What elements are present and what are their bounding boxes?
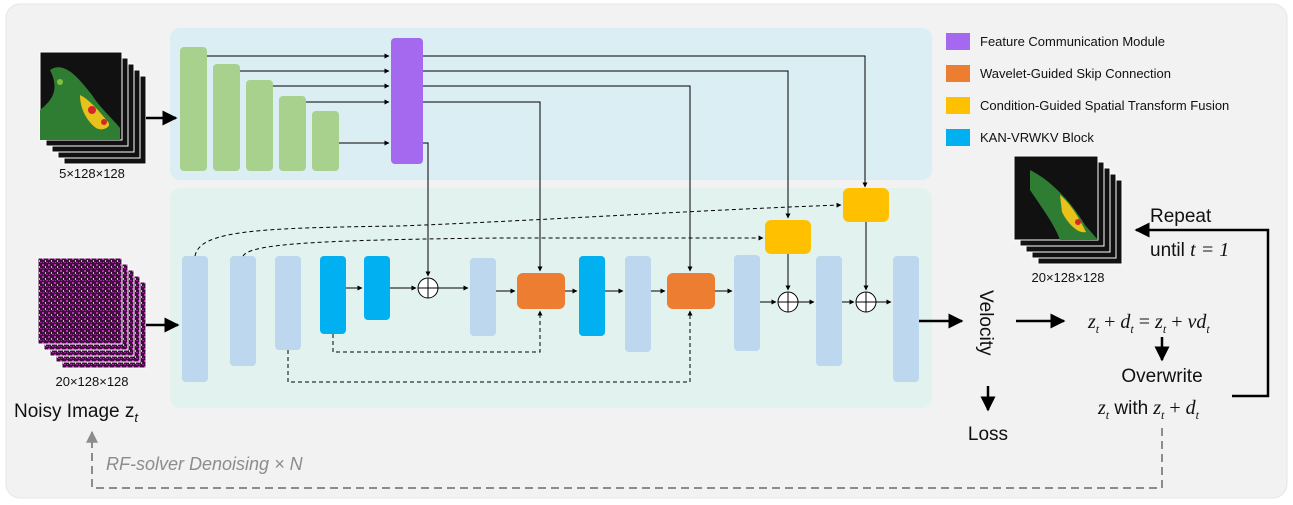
overwrite-with-equation: zt with zt + dt [1097,397,1200,422]
noisy-image-label: Noisy Image zt [14,401,139,425]
update-equation: zt + dt = zt + vdt [1087,311,1210,336]
input-arrows [146,110,180,333]
legend-label-kan: KAN-VRWKV Block [980,130,1094,145]
legend-swatch-kan [946,129,970,146]
overwrite-label: Overwrite [1121,366,1202,387]
encoder-blocks [180,47,339,171]
velocity-label: Velocity [975,290,996,356]
legend-swatch-fusion [946,97,970,114]
output-image-stack [1013,155,1123,265]
sum-nodes [417,277,877,313]
condition-image-stack [39,51,147,165]
wavelet-skip-modules [517,273,715,309]
condition-fusion-modules [765,188,889,254]
condition-encoder-panel [170,28,932,180]
dashed-skip-connections [194,202,842,383]
noisy-dims-label: 20×128×128 [55,374,128,389]
loss-label: Loss [968,424,1008,445]
rf-solver-loop [86,428,1163,489]
noisy-image-stack [37,257,147,369]
encoder-to-fcm-arrows [207,53,390,146]
kan-vrwkv-blocks [320,256,605,336]
legend: Feature Communication Module Wavelet-Gui… [946,33,1229,146]
output-dims-label: 20×128×128 [1031,270,1104,285]
condition-dims-label: 5×128×128 [59,166,125,181]
repeat-until-label: until t = 1 [1150,239,1229,261]
velocity-arrows [919,222,1270,412]
fcm-output-arrows [423,55,868,277]
repeat-label: Repeat [1150,206,1212,227]
rf-solver-label: RF-solver Denoising × N [106,454,304,474]
unet-flow-arrows [346,222,892,305]
legend-label-wavelet: Wavelet-Guided Skip Connection [980,66,1171,81]
legend-swatch-wavelet [946,65,970,82]
feature-communication-module [391,38,423,164]
unet-blocks [182,255,919,382]
legend-swatch-fcm [946,33,970,50]
legend-label-fcm: Feature Communication Module [980,34,1165,49]
legend-label-fusion: Condition-Guided Spatial Transform Fusio… [980,98,1229,113]
